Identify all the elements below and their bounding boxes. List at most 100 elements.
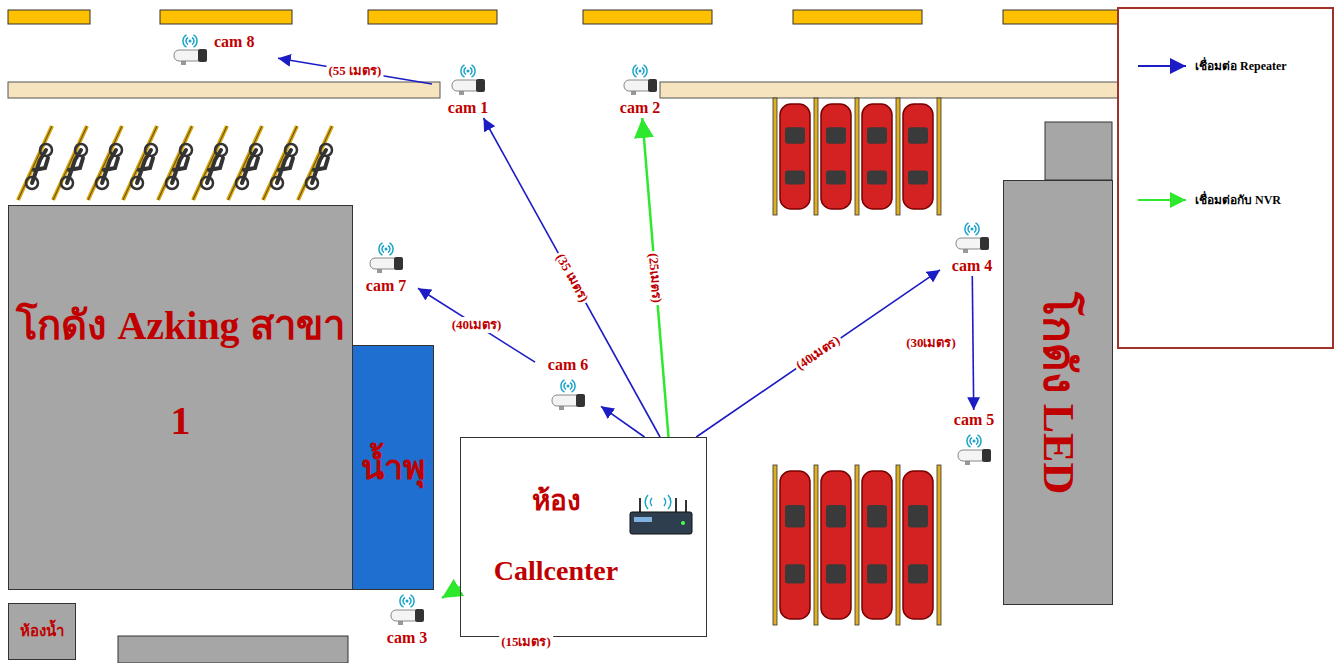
car-window (785, 564, 805, 583)
camera-front (415, 609, 424, 622)
car-window (908, 505, 928, 527)
camera-body (956, 238, 984, 249)
bike-body (172, 150, 188, 183)
camera-icon (364, 240, 408, 274)
building-box: ห้อง Callcenter (460, 437, 707, 637)
stall-line-edge (228, 126, 262, 200)
camera-node: cam 3 (372, 592, 442, 648)
bike-body (277, 150, 293, 183)
car-body (780, 471, 810, 619)
nvr-panel (634, 517, 652, 522)
stall-line (855, 98, 859, 215)
car-window (785, 127, 805, 143)
stall-line (773, 465, 777, 625)
nvr-led (681, 521, 685, 525)
camera-body (174, 50, 202, 61)
stall-line (773, 98, 777, 215)
camera-node: cam 8 (168, 32, 278, 66)
lane-dash (793, 10, 922, 24)
stall-line-edge (158, 126, 192, 200)
stall-line-edge (53, 126, 87, 200)
wifi-wave (461, 65, 475, 77)
bike-body (32, 150, 48, 183)
stall-line (937, 98, 941, 215)
wifi-wave (564, 383, 572, 390)
camera-icon (950, 220, 994, 254)
wifi-dot (971, 228, 974, 231)
stall-line (814, 465, 818, 625)
car-window (826, 564, 846, 583)
wifi-dot (467, 70, 470, 73)
camera-front (476, 79, 485, 92)
wifi-dot (567, 385, 570, 388)
car-body (862, 471, 892, 619)
connector-arrow (483, 118, 660, 437)
car-body (780, 104, 810, 209)
car-window (908, 171, 928, 185)
car-window (867, 564, 887, 583)
connector-arrow (972, 276, 973, 410)
bike-body (242, 150, 258, 183)
building-box: ห้องน้ำ (8, 603, 76, 660)
stall-line (814, 98, 818, 215)
building-box: โกดัง LED (1003, 180, 1113, 605)
camera-icon (952, 432, 996, 466)
stall-line-edge (298, 126, 332, 200)
stall-line (88, 126, 122, 200)
bike-body (312, 150, 328, 183)
wifi-wave (400, 595, 414, 607)
car-window (867, 127, 887, 143)
sidewalk-strip (8, 82, 440, 98)
stall-line (18, 126, 52, 200)
small-building (118, 636, 348, 663)
wifi-dot (639, 70, 642, 73)
legend-entry: เชื่อมต่อ Repeater (1195, 58, 1287, 74)
camera-node: cam 4 (940, 220, 1004, 276)
camera-label: cam 4 (952, 256, 992, 276)
car-window (867, 505, 887, 527)
lane-dash (8, 10, 90, 24)
stall-line-edge (88, 126, 122, 200)
wifi-wave (379, 243, 393, 255)
camera-front (576, 394, 585, 407)
legend-text: เชื่อมต่อกับ NVR (1195, 192, 1281, 208)
wifi-wave (382, 246, 390, 253)
camera-body (370, 258, 398, 269)
camera-icon (446, 62, 490, 96)
legend-text: เชื่อมต่อ Repeater (1195, 58, 1287, 74)
car-window (826, 127, 846, 143)
wifi-wave (970, 438, 978, 445)
wifi-dot (973, 440, 976, 443)
antenna (675, 498, 677, 512)
wifi-wave (464, 68, 472, 75)
camera-label: cam 1 (448, 98, 488, 118)
stall-line (228, 126, 262, 200)
wifi-wave (965, 223, 979, 235)
camera-front (980, 237, 989, 250)
camera-node: cam 1 (432, 62, 504, 118)
car-parking (773, 98, 941, 625)
car-body (903, 471, 933, 619)
building-label: น้ำพุ (361, 448, 425, 487)
stall-line (937, 465, 941, 625)
car-body (821, 104, 851, 209)
wifi-waves (645, 495, 671, 509)
car-body (862, 104, 892, 209)
camera-label: cam 7 (366, 276, 406, 296)
camera-front (394, 257, 403, 270)
annex-block (1045, 122, 1112, 180)
building-box: โกดัง Azking สาขา 1 (8, 205, 353, 590)
lane-dash (160, 10, 292, 24)
wifi-wave (561, 380, 575, 392)
nvr-body (630, 512, 692, 534)
building-label: ห้องน้ำ (20, 623, 64, 640)
connector-arrow (278, 58, 432, 84)
building-box: น้ำพุ (352, 345, 434, 590)
distance-label: (55 เมตร) (327, 63, 384, 79)
camera-body (958, 450, 986, 461)
camera-front (982, 449, 991, 462)
camera-node: cam 5 (944, 410, 1004, 466)
camera-label: cam 5 (954, 410, 994, 430)
connector-arrow (601, 406, 645, 437)
distance-label: (15เมตร) (499, 634, 553, 650)
